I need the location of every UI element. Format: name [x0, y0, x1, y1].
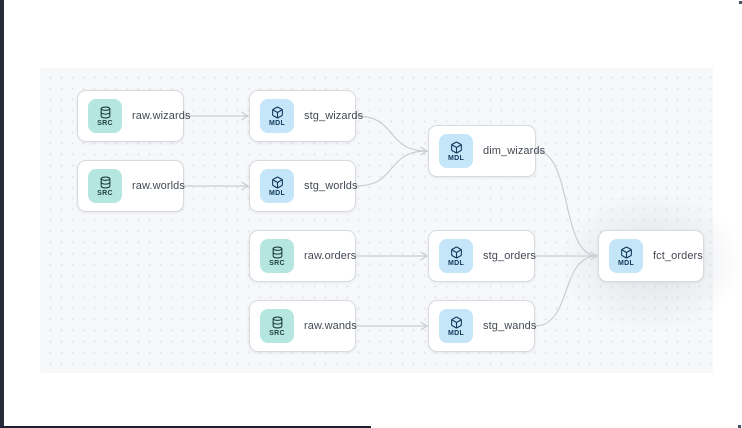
- node-type-label: MDL: [447, 329, 465, 337]
- node-type-badge: SRC: [88, 169, 122, 203]
- node-name-label: raw.wizards: [132, 110, 191, 122]
- cube-icon: [450, 141, 462, 154]
- node-type-badge: SRC: [260, 309, 294, 343]
- node-name-label: stg_wands: [483, 320, 537, 332]
- graph-node-fct_orders[interactable]: MDL fct_orders: [598, 230, 704, 282]
- cube-icon: [271, 176, 283, 189]
- node-type-badge: MDL: [260, 169, 294, 203]
- database-icon: [100, 106, 110, 118]
- node-type-badge: SRC: [260, 239, 294, 273]
- database-icon: [272, 316, 282, 328]
- node-name-label: stg_worlds: [304, 180, 358, 192]
- graph-node-stg_worlds[interactable]: MDL stg_worlds: [249, 160, 358, 212]
- graph-node-raw_wizards[interactable]: SRC raw.wizards: [77, 90, 190, 142]
- database-icon: [100, 176, 110, 188]
- graph-node-dim_wizards[interactable]: MDL dim_wizards: [428, 125, 545, 177]
- graph-node-raw_worlds[interactable]: SRC raw.worlds: [77, 160, 185, 212]
- node-type-label: SRC: [97, 119, 113, 127]
- graph-node-stg_wizards[interactable]: MDL stg_wizards: [249, 90, 363, 142]
- cube-icon: [271, 106, 283, 119]
- node-type-label: MDL: [268, 119, 286, 127]
- node-type-label: SRC: [97, 189, 113, 197]
- bottom-border-line: [0, 426, 371, 428]
- node-type-label: MDL: [447, 154, 465, 162]
- graph-node-raw_wands[interactable]: SRC raw.wands: [249, 300, 357, 352]
- node-name-label: raw.orders: [304, 250, 357, 262]
- corner-dot: [739, 1, 742, 4]
- node-type-badge: MDL: [609, 239, 643, 273]
- cube-icon: [450, 316, 462, 329]
- node-type-badge: MDL: [439, 134, 473, 168]
- node-type-badge: SRC: [88, 99, 122, 133]
- node-type-badge: MDL: [439, 309, 473, 343]
- node-type-badge: MDL: [260, 99, 294, 133]
- node-name-label: stg_orders: [483, 250, 536, 262]
- cube-icon: [620, 246, 632, 259]
- database-icon: [272, 246, 282, 258]
- graph-node-stg_orders[interactable]: MDL stg_orders: [428, 230, 536, 282]
- node-name-label: raw.worlds: [132, 180, 185, 192]
- node-name-label: fct_orders: [653, 250, 703, 262]
- graph-node-stg_wands[interactable]: MDL stg_wands: [428, 300, 537, 352]
- graph-node-raw_orders[interactable]: SRC raw.orders: [249, 230, 356, 282]
- node-type-badge: MDL: [439, 239, 473, 273]
- node-type-label: MDL: [617, 259, 635, 267]
- node-type-label: SRC: [269, 329, 285, 337]
- node-type-label: SRC: [269, 259, 285, 267]
- node-type-label: MDL: [447, 259, 465, 267]
- node-name-label: stg_wizards: [304, 110, 364, 122]
- node-name-label: dim_wizards: [483, 145, 546, 157]
- left-border-strip: [0, 0, 4, 428]
- node-name-label: raw.wands: [304, 320, 357, 332]
- node-type-label: MDL: [268, 189, 286, 197]
- corner-dot: [738, 425, 741, 428]
- cube-icon: [450, 246, 462, 259]
